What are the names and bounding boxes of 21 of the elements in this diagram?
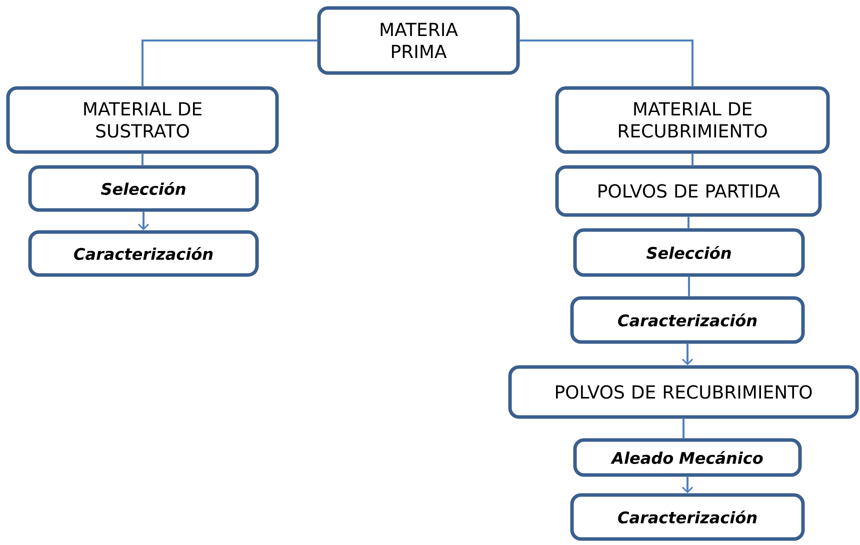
connector (682, 476, 694, 494)
step-box: Selección (28, 165, 259, 212)
process-box: POLVOS DE RECUBRIMIENTO (508, 365, 859, 419)
connector (142, 40, 318, 86)
step-box: Selección (573, 228, 805, 277)
process-box: POLVOS DE PARTIDA (555, 165, 822, 217)
connector (520, 40, 694, 86)
process-box: MATERIAL DE SUSTRATO (6, 86, 279, 154)
connector (682, 344, 694, 366)
connector (688, 276, 690, 296)
step-box: Aleado Mecánico (573, 438, 802, 477)
connector (692, 154, 694, 166)
process-box: MATERIAL DE RECUBRIMIENTO (555, 86, 830, 154)
connector (682, 418, 684, 438)
connector (688, 216, 690, 228)
step-box: Caracterización (570, 493, 805, 541)
connector (142, 154, 144, 166)
step-box: Caracterización (570, 296, 805, 344)
connector (138, 212, 150, 230)
process-box: MATERIA PRIMA (317, 6, 520, 75)
step-box: Caracterización (28, 230, 259, 277)
